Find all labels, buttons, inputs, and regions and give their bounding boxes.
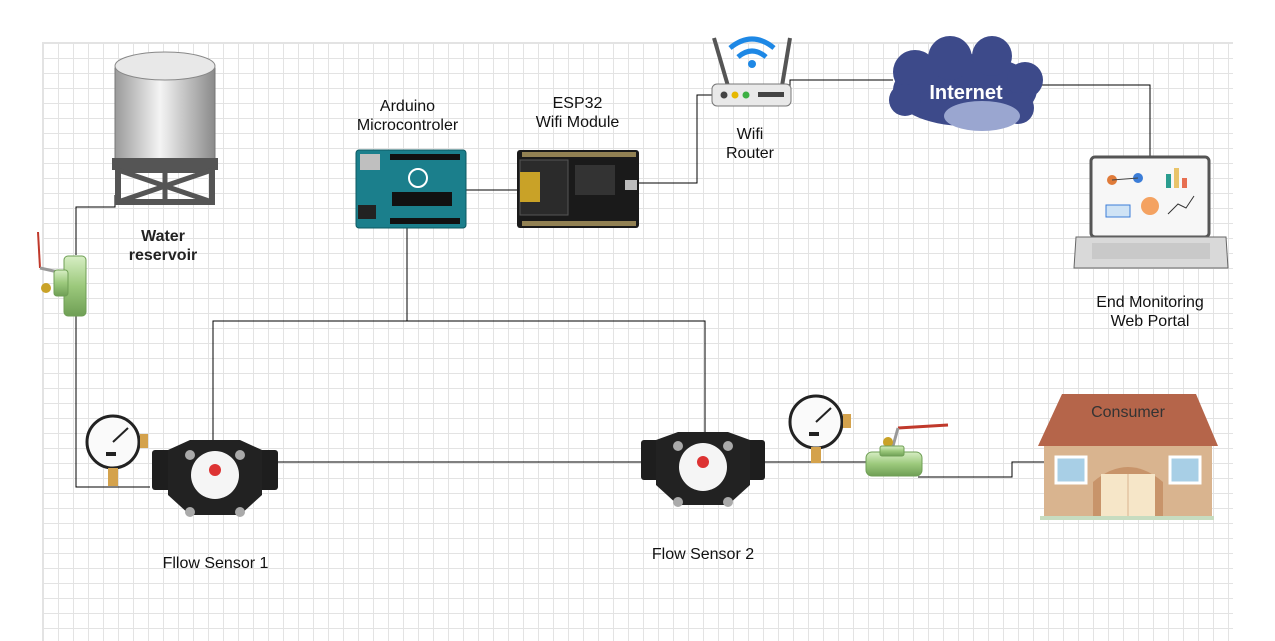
pipe-valve-to-consumer <box>918 461 1045 478</box>
arduino-label: Arduino Microcontroler <box>356 98 459 134</box>
pressure-gauge-icon-2 <box>788 394 851 463</box>
valve-icon-left <box>37 231 87 317</box>
wire-esp-router <box>639 94 712 184</box>
internet-cloud-icon: Internet <box>889 36 1043 131</box>
connection-lines <box>75 79 1151 488</box>
flow-sensor-2-icon <box>641 432 765 507</box>
internet-label: Internet <box>929 82 1003 104</box>
grid-background <box>42 42 1233 641</box>
water-tank <box>112 51 218 205</box>
consumer-house-icon <box>1038 394 1218 520</box>
wire-bus <box>212 320 706 460</box>
esp32-board-icon <box>517 150 639 228</box>
esp32-label: ESP32 Wifi Module <box>535 95 620 131</box>
pipe-valve-to-sensor1 <box>75 315 150 488</box>
consumer-label: Consumer <box>1091 404 1165 421</box>
flow-sensor-2-label: Flow Sensor 2 <box>651 546 755 563</box>
end-portal-label: End Monitoring Web Portal <box>1096 294 1204 330</box>
flow-sensor-1-icon <box>152 440 278 517</box>
flow-sensor-1-label: Fllow Sensor 1 <box>162 555 269 572</box>
arduino-board-icon <box>355 149 467 229</box>
water-reservoir-label: Water reservoir <box>128 228 198 264</box>
pressure-gauge-icon-1 <box>85 414 148 486</box>
wifi-router-icon <box>711 36 792 107</box>
wifi-router-label: Wifi Router <box>725 126 775 162</box>
valve-icon-right <box>865 423 949 477</box>
laptop-icon <box>1073 155 1229 269</box>
wire-router-internet <box>789 79 893 88</box>
wire-internet-laptop <box>1040 84 1151 162</box>
